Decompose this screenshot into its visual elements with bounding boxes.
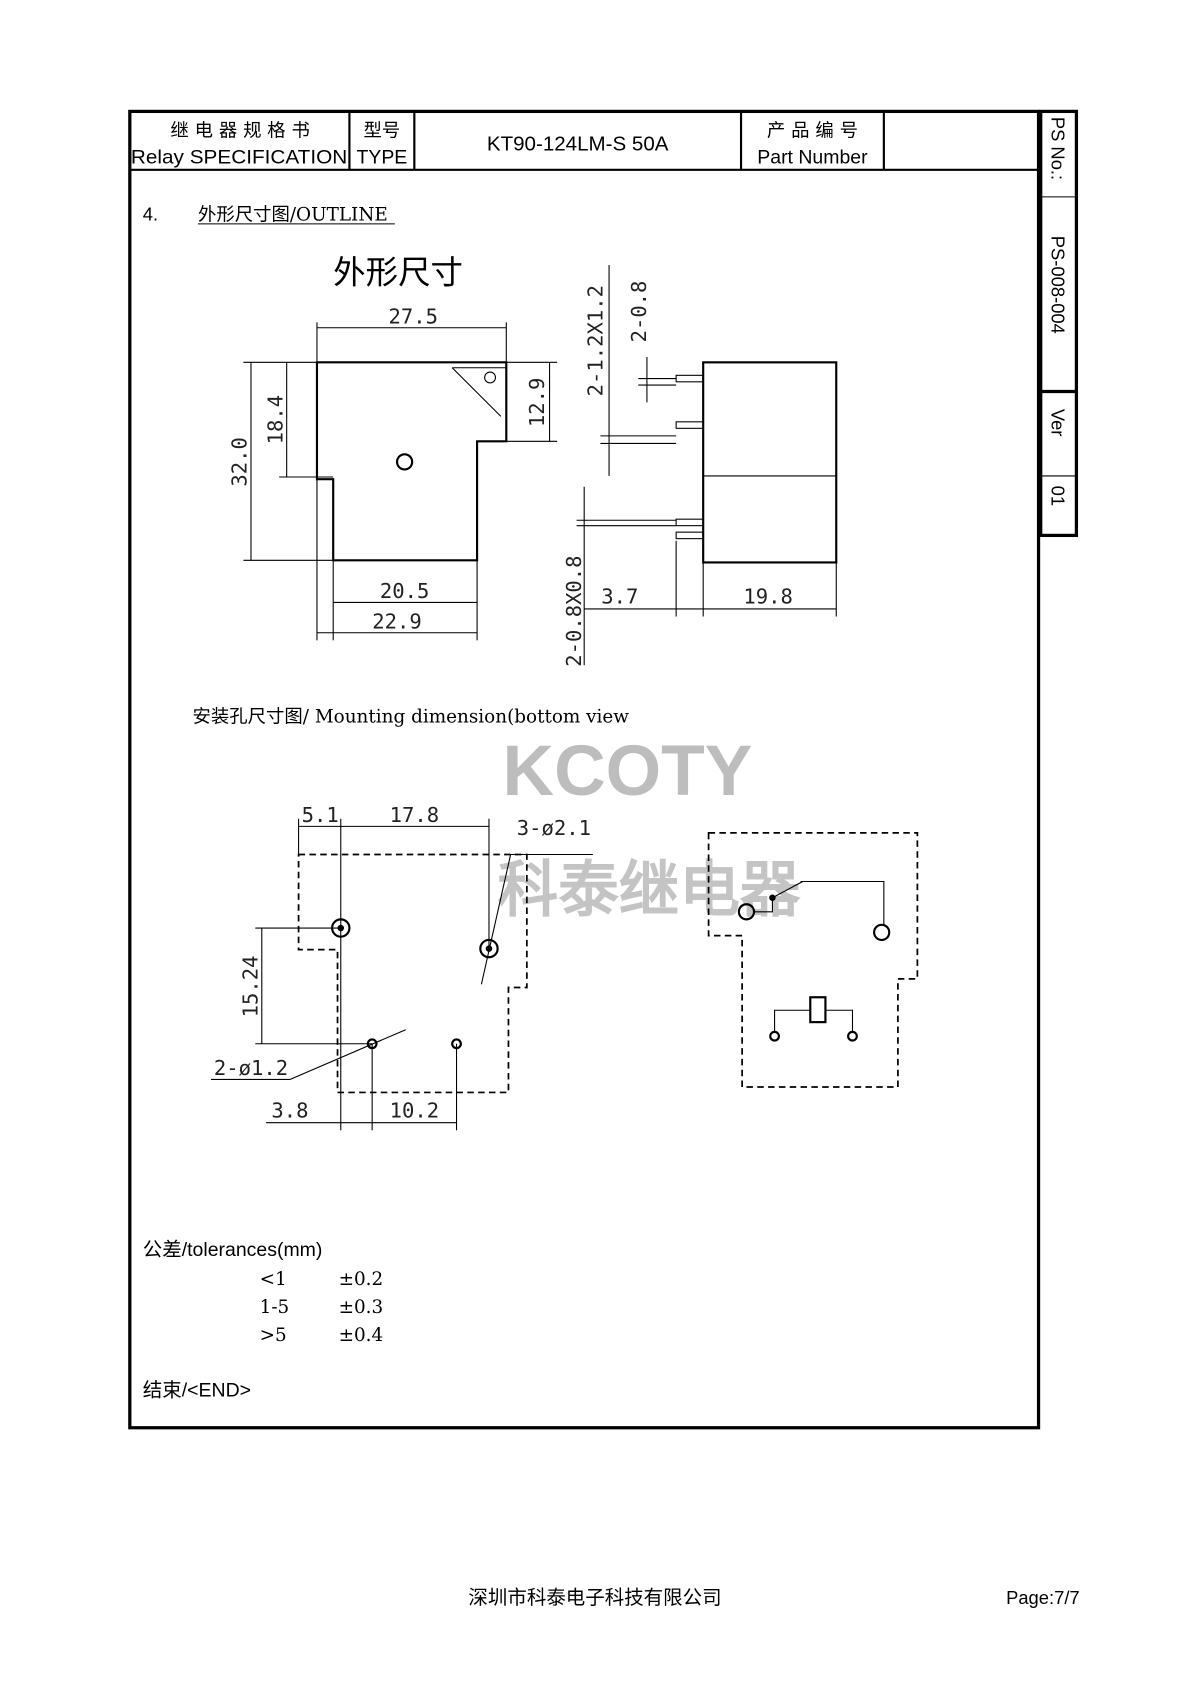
dim-19-8: 19.8 (743, 585, 792, 609)
dim-10-2: 10.2 (390, 1098, 439, 1122)
dim-5-1: 5.1 (302, 803, 339, 827)
section-title: 外形尺寸图/OUTLINE (198, 205, 388, 226)
tol-value: ±0.4 (339, 1325, 384, 1346)
tol-range: >5 (260, 1325, 287, 1346)
dim-12-9: 12.9 (525, 378, 549, 427)
dim-holes-big: 3-ø2.1 (517, 816, 591, 840)
drawing-title: 外形尺寸 (333, 253, 463, 291)
dim-pin-small-bottom: 2-0.8X0.8 (562, 555, 586, 666)
dim-holes-small: 2-ø1.2 (214, 1056, 288, 1080)
tol-range: 1-5 (260, 1297, 290, 1318)
spec-en: Relay SPECIFICATION (131, 146, 347, 168)
watermark-brand-cn: 科泰继电器 (498, 856, 801, 924)
mounting-view: 5.1 17.8 3-ø2.1 15.24 2-ø1.2 3.8 10.2 (210, 803, 593, 1131)
dim-15-24: 15.24 (238, 956, 262, 1018)
dim-18-4: 18.4 (263, 395, 287, 444)
type-en: TYPE (356, 146, 407, 168)
dim-22-9: 22.9 (372, 609, 421, 633)
dim-pin-big: 2-1.2X1.2 (584, 285, 608, 396)
tol-value: ±0.2 (339, 1269, 384, 1290)
wiring-schematic (707, 831, 919, 1088)
part-cn: 产 品 编 号 (767, 120, 858, 141)
tolerances-title: 公差/tolerances(mm) (143, 1239, 323, 1261)
footer-page: Page:7/7 (1006, 1587, 1080, 1608)
end-label: 结束/<END> (143, 1379, 251, 1401)
header-table: 继 电 器 规 格 书 Relay SPECIFICATION 型号 TYPE … (129, 111, 1039, 171)
outline-front-view: 27.5 32.0 18.4 12.9 20.5 22.9 (228, 304, 558, 641)
spec-cn: 继 电 器 规 格 书 (170, 120, 309, 141)
type-cn: 型号 (364, 120, 401, 141)
watermark-brand: KCOTY (503, 731, 753, 811)
type-value: KT90-124LM-S 50A (487, 132, 669, 155)
dim-20-5: 20.5 (380, 579, 429, 603)
ps-label: PS No.: (1048, 117, 1069, 180)
dim-32-0: 32.0 (228, 437, 252, 486)
dim-3-7: 3.7 (601, 585, 638, 609)
page-frame (128, 109, 1041, 1430)
section-number: 4. (143, 204, 158, 225)
tol-range: <1 (260, 1269, 287, 1290)
side-column: PS No.: PS-008-004 Ver 01 (1039, 109, 1079, 538)
ver-label: Ver (1048, 409, 1069, 437)
mounting-title: 安装孔尺寸图/ Mounting dimension(bottom view (193, 707, 630, 728)
ver-value: 01 (1048, 486, 1069, 506)
footer-company: 深圳市科泰电子科技有限公司 (468, 1586, 721, 1609)
ps-value: PS-008-004 (1048, 236, 1069, 334)
tolerances: 公差/tolerances(mm) <1 ±0.2 1-5 ±0.3 >5 ±0… (143, 1239, 383, 1346)
dim-pin-small-top: 2-0.8 (627, 281, 651, 343)
dim-17-8: 17.8 (390, 803, 439, 827)
part-en: Part Number (757, 146, 868, 168)
outline-side-view: 2-1.2X1.2 2-0.8 2-0.8X0.8 3.7 19.8 (562, 264, 838, 667)
dim-3-8: 3.8 (271, 1098, 308, 1122)
tol-value: ±0.3 (339, 1297, 384, 1318)
dim-27-5: 27.5 (389, 304, 438, 328)
